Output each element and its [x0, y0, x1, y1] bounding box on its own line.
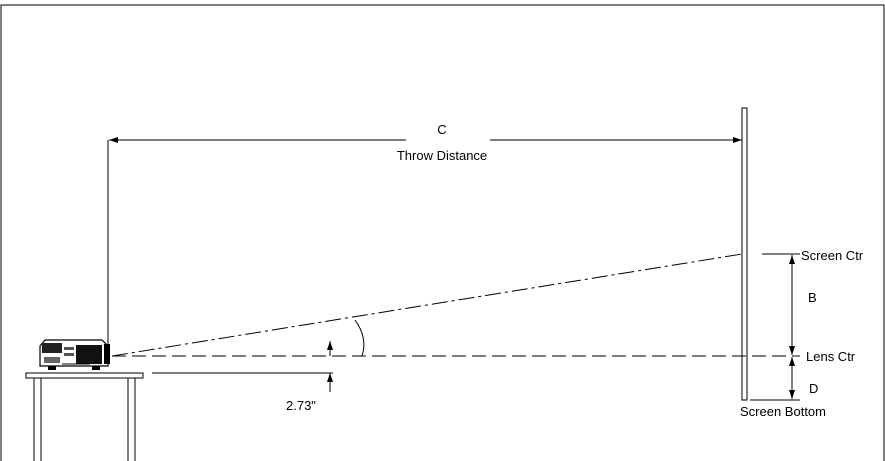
dimension-d-label: D	[809, 381, 818, 396]
lens-center-label: Lens Ctr	[806, 349, 856, 364]
screen-bottom-label: Screen Bottom	[740, 404, 826, 419]
projection-center-line	[111, 253, 743, 357]
drawing-frame	[0, 4, 885, 461]
projection-screen	[741, 107, 748, 401]
dimension-c-label: C	[437, 122, 446, 137]
projection-angle-arc	[354, 319, 365, 357]
table	[25, 372, 144, 461]
throw-distance-label: Throw Distance	[397, 148, 487, 163]
projector-icon	[39, 339, 110, 370]
screen-center-label: Screen Ctr	[801, 248, 864, 263]
dimension-b-label: B	[808, 290, 817, 305]
lens-height-label: 2.73"	[286, 398, 316, 413]
